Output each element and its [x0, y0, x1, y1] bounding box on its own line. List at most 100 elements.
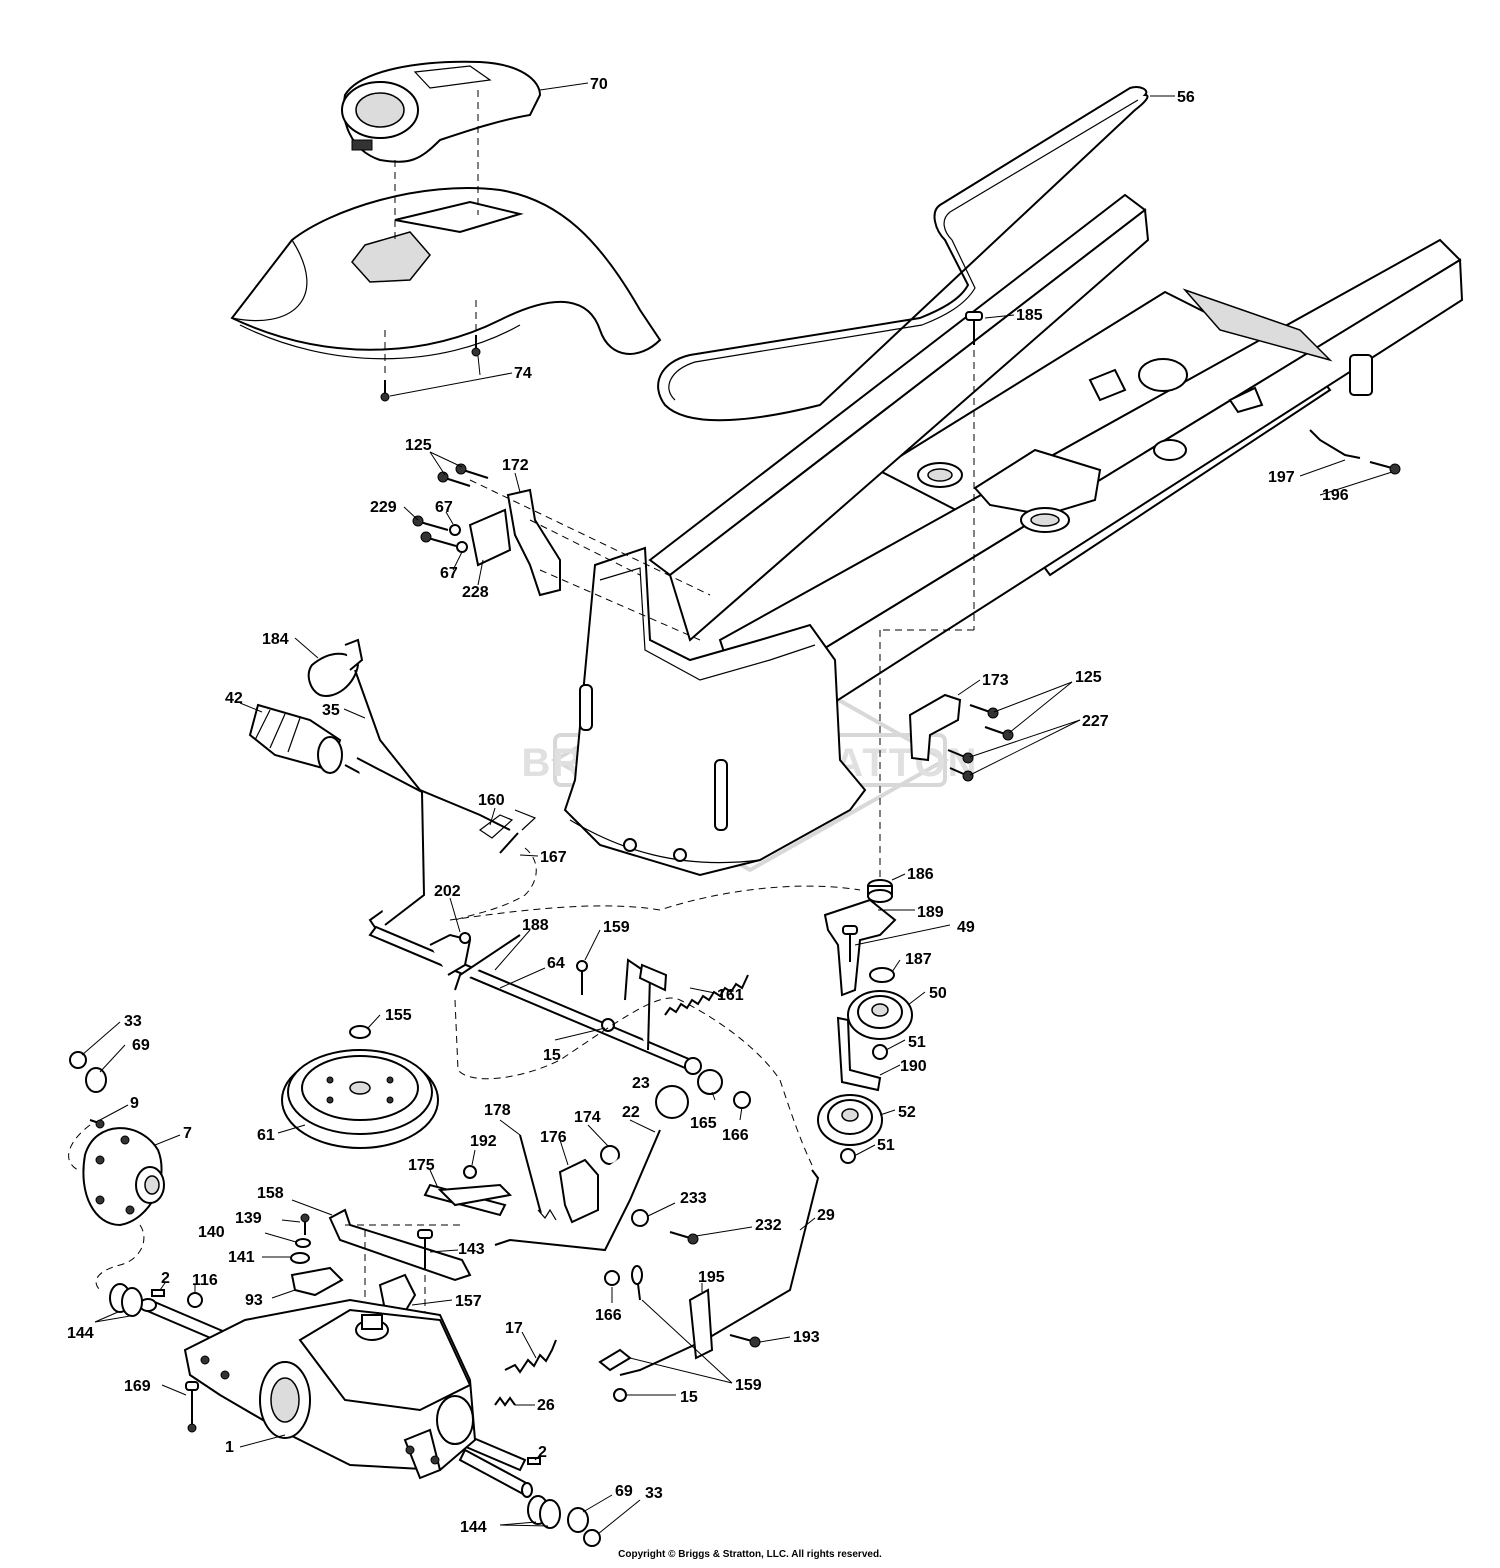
label-2b: 2 [538, 1444, 547, 1461]
pin-159c [598, 1348, 632, 1372]
label-51a: 51 [908, 1034, 926, 1051]
label-69a: 69 [132, 1037, 150, 1054]
bolt-185 [965, 311, 983, 345]
washer-67b [456, 541, 468, 553]
label-159b: 159 [735, 1377, 762, 1394]
label-175: 175 [408, 1157, 435, 1174]
clip-160 [478, 809, 537, 839]
label-61: 61 [257, 1127, 275, 1144]
label-196: 196 [1322, 487, 1349, 504]
washer-174 [600, 1145, 620, 1165]
bushing-165 [697, 1069, 723, 1095]
label-52: 52 [898, 1104, 916, 1121]
key-2a [151, 1289, 165, 1297]
label-51b: 51 [877, 1137, 895, 1154]
idler-pulley-52 [817, 1094, 883, 1146]
transmission-pulley-61 [281, 1049, 439, 1149]
bushing-186 [867, 879, 893, 903]
spring-161 [664, 974, 749, 1016]
transmission-1 [139, 1298, 527, 1480]
label-197: 197 [1268, 469, 1295, 486]
label-42: 42 [225, 690, 243, 707]
label-157: 157 [455, 1293, 482, 1310]
washer-144b [527, 1495, 561, 1529]
screw-74b [471, 335, 481, 357]
console-cover [341, 60, 542, 163]
pin-167 [499, 832, 519, 854]
label-144a: 144 [67, 1325, 94, 1342]
label-141: 141 [228, 1249, 255, 1266]
bolt-49 [842, 925, 858, 962]
washer-69a [85, 1067, 107, 1093]
label-140: 140 [198, 1224, 225, 1241]
spring-17 [504, 1339, 557, 1374]
fender-panel [230, 187, 662, 360]
label-202: 202 [434, 883, 461, 900]
leader-lines [81, 82, 1393, 1535]
label-169: 169 [124, 1378, 151, 1395]
label-193: 193 [793, 1329, 820, 1346]
bolt-227 [947, 749, 974, 782]
label-15a: 15 [543, 1047, 561, 1064]
label-2a: 2 [161, 1270, 170, 1287]
washer-166b [604, 1270, 620, 1286]
label-116: 116 [192, 1272, 218, 1289]
label-158: 158 [257, 1185, 284, 1202]
label-33a: 33 [124, 1013, 142, 1030]
label-49: 49 [957, 919, 975, 936]
washer-202 [459, 932, 471, 944]
label-7: 7 [183, 1125, 192, 1142]
clip-33b [583, 1529, 601, 1547]
washer-144a [109, 1283, 143, 1317]
label-228: 228 [462, 584, 489, 601]
label-195: 195 [698, 1269, 725, 1286]
label-29: 29 [817, 1207, 835, 1224]
bracket-158 [328, 1208, 472, 1282]
washer-233 [631, 1209, 649, 1227]
label-143: 143 [458, 1241, 485, 1258]
part-labels: 70 56 185 74 125 172 229 67 67 228 197 1… [67, 76, 1349, 1536]
label-160: 160 [478, 792, 505, 809]
brake-pedal [307, 638, 511, 831]
washer-166a [733, 1091, 751, 1109]
label-139: 139 [235, 1210, 262, 1227]
label-159a: 159 [603, 919, 630, 936]
label-67a: 67 [435, 499, 453, 516]
screw-139 [300, 1213, 310, 1235]
label-166b: 166 [595, 1307, 622, 1324]
washer-141 [290, 1252, 310, 1264]
nut-51b [840, 1148, 856, 1164]
bolt-169 [185, 1381, 199, 1433]
key-155 [349, 1025, 371, 1039]
label-186: 186 [907, 866, 934, 883]
pin-159b [631, 1265, 643, 1301]
rod-188 [454, 934, 521, 991]
bracket-190 [836, 1016, 882, 1092]
washer-67a [449, 524, 461, 536]
label-70: 70 [590, 76, 608, 93]
label-166a: 166 [722, 1127, 749, 1144]
label-167: 167 [540, 849, 567, 866]
washer-140 [295, 1238, 311, 1248]
label-185: 185 [1016, 307, 1043, 324]
label-9: 9 [130, 1095, 139, 1112]
washer-187 [869, 967, 895, 983]
rod-178 [519, 1134, 546, 1226]
screw-9 [89, 1119, 105, 1129]
bracket-176 [558, 1158, 599, 1224]
label-74: 74 [514, 365, 532, 382]
label-176: 176 [540, 1129, 567, 1146]
label-233: 233 [680, 1190, 707, 1207]
arm-93 [290, 1266, 344, 1297]
nut-51a [872, 1044, 888, 1060]
ball-23 [655, 1085, 689, 1119]
axle-right [458, 1448, 533, 1498]
label-178: 178 [484, 1102, 511, 1119]
spring-linkage [537, 1208, 557, 1221]
drive-belt [657, 86, 1149, 422]
label-23: 23 [632, 1075, 650, 1092]
clip-33a [69, 1051, 87, 1069]
label-50: 50 [929, 985, 947, 1002]
label-17: 17 [505, 1320, 523, 1337]
rod-197 [1309, 429, 1361, 459]
